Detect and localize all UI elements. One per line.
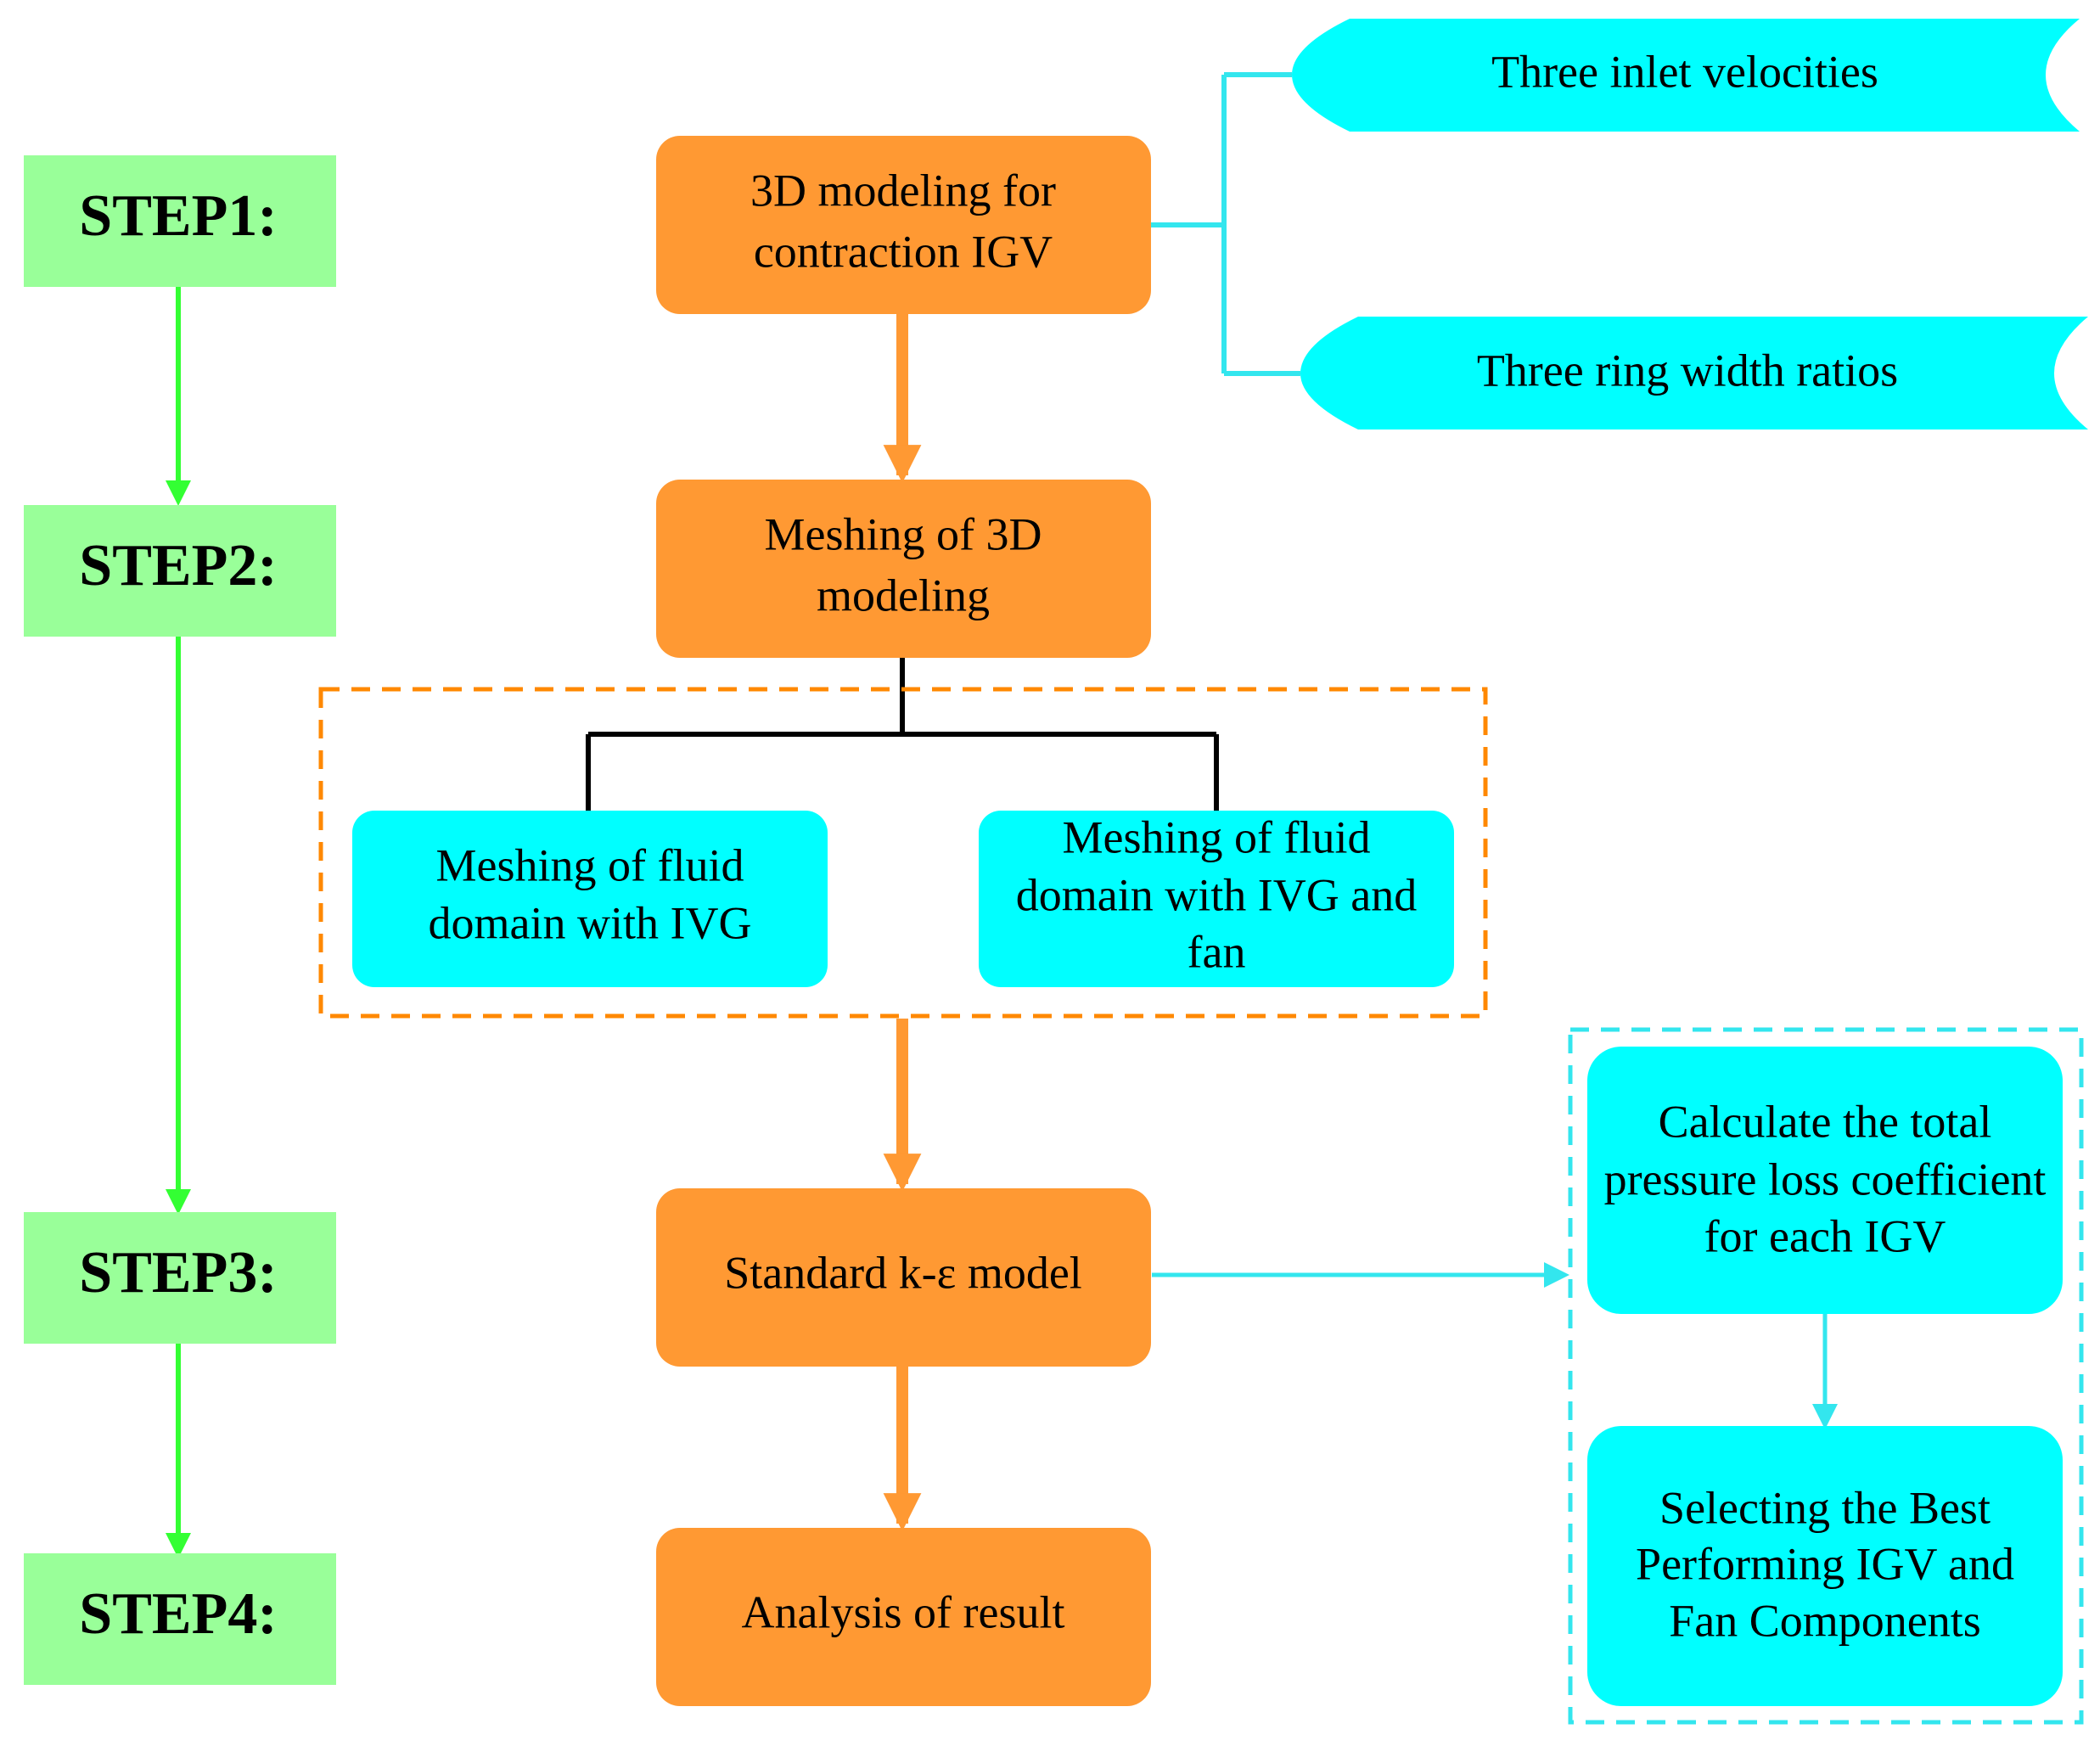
select-label-line-2: Performing IGV and [1636,1538,2014,1589]
ke-model-box: Standard k-ε model [656,1188,1151,1367]
analysis-label: Analysis of result [742,1586,1065,1637]
step2-box: STEP2: [24,505,336,637]
calculate-label-line-2: pressure loss coefficient [1604,1154,2047,1204]
meshing-label-line-1: Meshing of 3D [765,508,1042,559]
step1-box: STEP1: [24,155,336,287]
mesh-options-group-frame [318,687,1488,1019]
calculate-label-line-3: for each IGV [1704,1210,1946,1261]
calculate-loss-box: Calculate the total pressure loss coeffi… [1587,1047,2063,1314]
step2-label: STEP2: [79,533,277,598]
meshing-box: Meshing of 3D modeling [656,480,1151,658]
step3-label: STEP3: [79,1240,277,1305]
mesh-igv-fan-label-line-2: domain with IVG and [1016,869,1417,920]
mesh-igv-label-line-2: domain with IVG [429,897,752,948]
mesh-igv-fan-box: Meshing of fluid domain with IVG and fan [979,811,1454,987]
select-label-line-3: Fan Components [1669,1595,1981,1646]
step1-label: STEP1: [79,183,277,249]
step4-box: STEP4: [24,1553,336,1685]
select-best-box: Selecting the Best Performing IGV and Fa… [1587,1426,2063,1706]
ring-width-ratios-label: Three ring width ratios [1477,345,1898,396]
select-label-line-1: Selecting the Best [1659,1482,1991,1533]
parameter-bracket [1150,72,1300,376]
modeling-box: 3D modeling for contraction IGV [656,136,1151,314]
mesh-igv-fan-label-line-1: Meshing of fluid [1063,811,1371,862]
inlet-velocities-label: Three inlet velocities [1491,46,1878,97]
mesh-igv-box: Meshing of fluid domain with IVG [352,811,828,987]
calculate-label-line-1: Calculate the total [1659,1096,1992,1147]
mesh-igv-fan-label-line-3: fan [1188,926,1246,977]
analysis-box: Analysis of result [656,1528,1151,1706]
meshing-branch-connector [586,658,1219,811]
modeling-label-line-1: 3D modeling for [750,165,1056,216]
meshing-label-line-2: modeling [817,570,990,620]
ring-width-ratios-tab: Three ring width ratios [1300,317,2088,429]
ke-model-label: Standard k-ε model [724,1247,1082,1298]
inlet-velocities-tab: Three inlet velocities [1292,19,2080,132]
modeling-label-line-2: contraction IGV [754,226,1053,277]
step4-label: STEP4: [79,1581,277,1647]
results-group-frame [1568,1027,2084,1725]
mesh-igv-label-line-1: Meshing of fluid [436,839,744,890]
step3-box: STEP3: [24,1212,336,1344]
